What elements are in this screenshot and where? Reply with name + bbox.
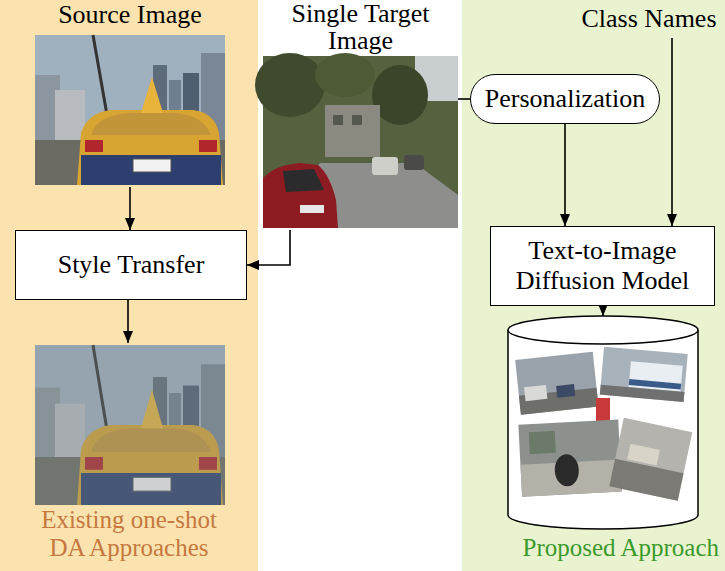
source-photo xyxy=(35,35,225,185)
target-photo xyxy=(333,115,343,125)
target-photo xyxy=(325,105,380,157)
image-database xyxy=(629,361,683,391)
image-database xyxy=(508,316,698,529)
target-photo xyxy=(404,155,424,170)
node-text: Source Image xyxy=(58,0,202,30)
target-photo xyxy=(263,163,458,228)
process-box: Text-to-Image Diffusion Model xyxy=(490,226,715,306)
image-database xyxy=(515,352,598,415)
image-database xyxy=(529,431,556,454)
target-photo xyxy=(372,65,428,125)
node-text: Style Transfer xyxy=(58,250,205,280)
target-photo xyxy=(352,115,362,125)
node-text: Single Target Image xyxy=(287,0,435,55)
image-database xyxy=(600,347,688,402)
image-heading: Single Target Image xyxy=(263,0,458,230)
flow-arrow xyxy=(602,302,604,316)
target-photo xyxy=(263,163,338,228)
process-box: Style Transfer xyxy=(15,230,247,300)
image-database xyxy=(508,316,698,344)
flow-arrow xyxy=(129,187,131,230)
image-database xyxy=(609,459,683,501)
node-text: Text-to-Image Diffusion Model xyxy=(503,236,703,296)
target-photo xyxy=(255,53,458,228)
stylized-photo xyxy=(35,345,225,505)
flow-arrow xyxy=(671,38,673,226)
image-database xyxy=(508,330,698,529)
target-photo xyxy=(300,205,324,213)
node-text: Proposed Approach xyxy=(523,534,720,563)
target-photo xyxy=(283,169,324,192)
image-database xyxy=(518,420,622,497)
flow-arrow xyxy=(127,300,129,343)
image-database xyxy=(556,384,575,398)
node-text: Personalization xyxy=(485,84,645,114)
flow-arrow xyxy=(128,300,603,343)
image-database xyxy=(600,347,688,402)
image-database xyxy=(515,352,598,415)
node-text: Class Names xyxy=(581,4,716,34)
target-photo xyxy=(315,53,375,97)
stylized-photo xyxy=(35,345,225,505)
image-heading: Source Image xyxy=(25,0,235,187)
input-label: Class Names xyxy=(575,4,723,38)
flow-arrow xyxy=(564,124,566,226)
flow-arrow xyxy=(247,230,290,265)
flow-arrow xyxy=(458,98,470,100)
stylized-photo xyxy=(35,345,225,505)
image-database xyxy=(627,444,660,466)
image-database xyxy=(609,418,692,501)
node-text: Existing one-shot DA Approaches xyxy=(29,506,229,564)
target-photo xyxy=(372,157,398,175)
process-pill: Personalization xyxy=(470,74,660,124)
image-database xyxy=(518,420,622,497)
target-photo xyxy=(255,53,325,117)
image-database xyxy=(554,454,580,487)
image-database xyxy=(600,385,685,402)
image-database xyxy=(609,418,692,501)
image-database xyxy=(524,385,547,401)
